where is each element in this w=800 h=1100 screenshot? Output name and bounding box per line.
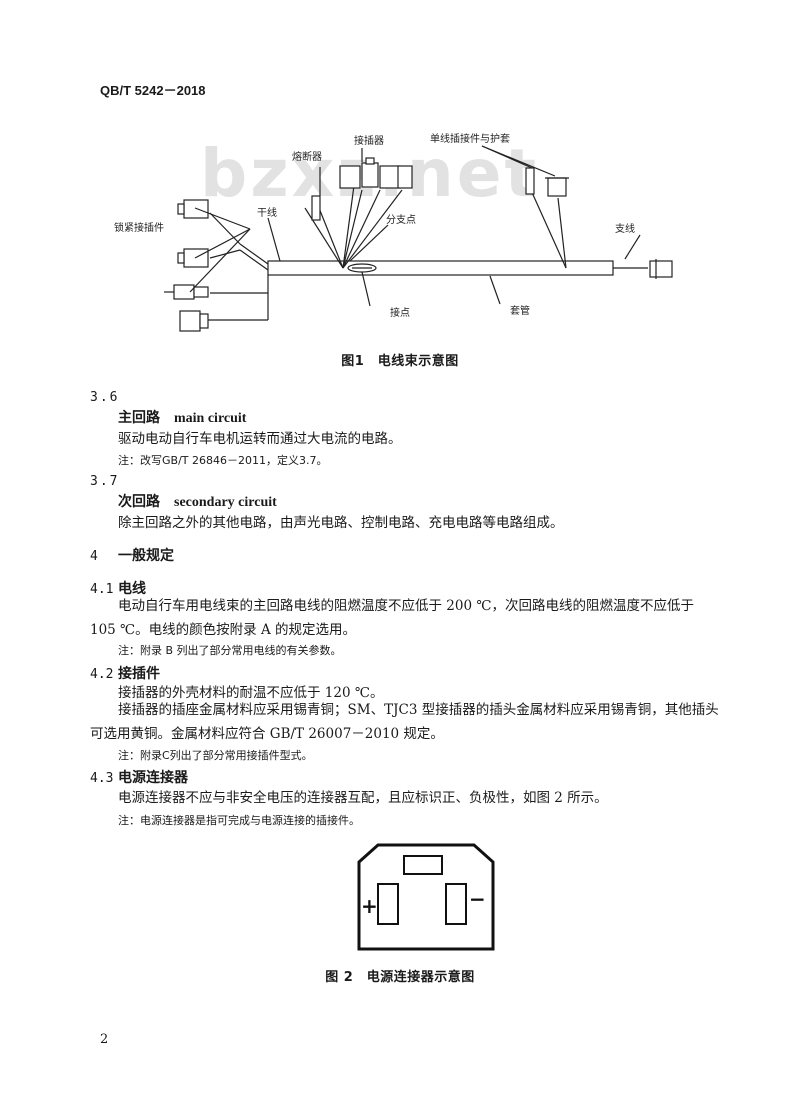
label-locking-connector: 锁紧接插件 [114, 221, 164, 234]
section-title: 一般规定 [118, 548, 174, 564]
section-4-3-heading: 4.3 电源连接器 [90, 767, 188, 787]
label-branch-line: 支线 [615, 222, 635, 235]
label-sleeve: 套管 [510, 304, 530, 317]
section-3-7-term: 次回路 secondary circuit [118, 491, 277, 511]
label-connector: 接插器 [354, 134, 384, 147]
section-4-2-note: 注：附录C列出了部分常用接插件型式。 [118, 749, 313, 762]
term-en: main circuit [174, 411, 247, 426]
label-trunk-line: 干线 [257, 206, 277, 219]
section-3-7-number: 3.7 [90, 474, 120, 489]
section-number: 4.1 [90, 582, 114, 597]
section-3-6-term: 主回路 main circuit [118, 407, 246, 427]
section-4-2-text-1: 接插器的外壳材料的耐温不应低于 120 ℃。 [118, 685, 384, 701]
section-3-6-number: 3.6 [90, 390, 120, 405]
section-3-7-definition: 除主回路之外的其他电路，由声光电路、控制电路、充电电路等电路组成。 [118, 515, 564, 531]
section-title: 电源连接器 [118, 770, 188, 786]
label-joint: 接点 [390, 306, 410, 319]
section-title: 接插件 [118, 666, 160, 682]
section-4-1-note: 注：附录 B 列出了部分常用电线的有关参数。 [118, 644, 342, 657]
term-cn: 主回路 [118, 410, 160, 426]
standard-code: QB/T 5242－2018 [100, 83, 206, 98]
section-4-3-note: 注：电源连接器是指可完成与电源连接的插接件。 [118, 814, 360, 827]
section-4-1-text: 电动自行车用电线束的主回路电线的阻燃温度不应低于 200 ℃，次回路电线的阻燃温… [90, 598, 694, 638]
wire-harness-diagram: 熔断器 接插器 单线插接件与护套 锁紧接插件 干线 分支点 支线 接点 套管 [114, 132, 673, 332]
section-number: 4 [90, 549, 98, 564]
power-connector-diagram: + − [357, 843, 495, 951]
section-number: 4.2 [90, 667, 114, 682]
section-4-3-text: 电源连接器不应与非安全电压的连接器互配，且应标识正、负极性，如图 2 所示。 [118, 790, 608, 806]
figure2-caption: 图 2 电源连接器示意图 [325, 970, 475, 985]
plus-sign: + [361, 894, 378, 918]
section-3-6-note: 注：改写GB/T 26846－2011，定义3.7。 [118, 454, 328, 467]
section-title: 电线 [118, 581, 146, 597]
section-number: 4.3 [90, 771, 114, 786]
section-4-2-text-2: 接插器的插座金属材料应采用锡青铜；SM、TJC3 型接插器的插头金属材料应采用锡… [90, 702, 719, 742]
figure1-caption: 图1 电线束示意图 [341, 354, 459, 369]
section-4-heading: 4 一般规定 [90, 545, 174, 565]
term-cn: 次回路 [118, 494, 160, 510]
label-fuse: 熔断器 [292, 150, 322, 163]
minus-sign: − [469, 887, 486, 911]
section-4-2-heading: 4.2 接插件 [90, 663, 160, 683]
label-single-wire-connector: 单线插接件与护套 [430, 132, 510, 145]
term-en: secondary circuit [174, 495, 277, 510]
section-3-6-definition: 驱动电动自行车电机运转而通过大电流的电路。 [118, 431, 402, 447]
page-number: 2 [100, 1032, 109, 1047]
label-branch-point: 分支点 [386, 214, 416, 226]
section-4-1-heading: 4.1 电线 [90, 578, 146, 598]
